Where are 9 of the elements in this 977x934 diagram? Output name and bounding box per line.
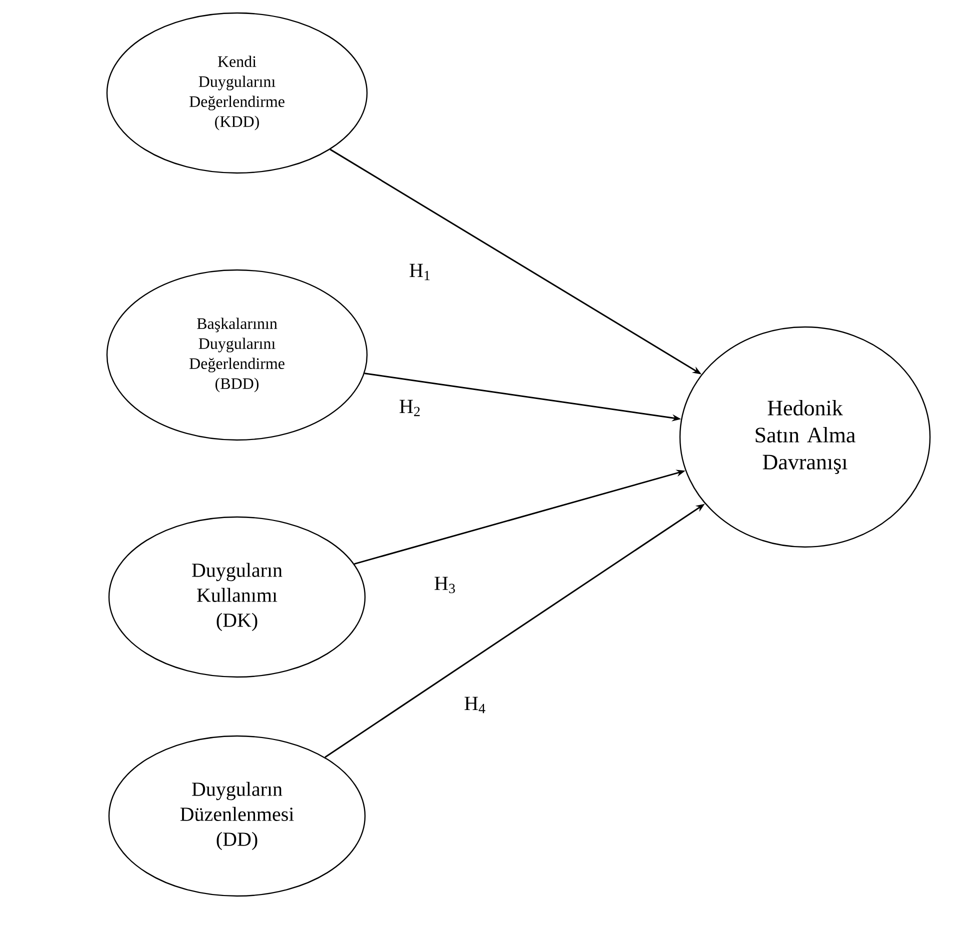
ellipse-node: Başkalarının Duygularını Değerlendirme (BDD): [106, 269, 368, 441]
ellipse-node: Kendi Duygularını Değerlendirme (KDD): [106, 12, 368, 174]
ellipse-node: Duyguların Kullanımı (DK): [108, 516, 366, 678]
edge-label: H$_{2}$: [400, 400, 420, 416]
ellipse-node: Hedonik Satın Alma Davranışı: [679, 326, 931, 548]
edge-label: H$_{4}$: [464, 696, 486, 714]
edge-label: H$_{3}$: [434, 576, 455, 594]
ellipse-node: Duyguların Düzenlenmesi (DD): [108, 735, 366, 897]
edge-label: H$_{1}$: [410, 264, 430, 280]
